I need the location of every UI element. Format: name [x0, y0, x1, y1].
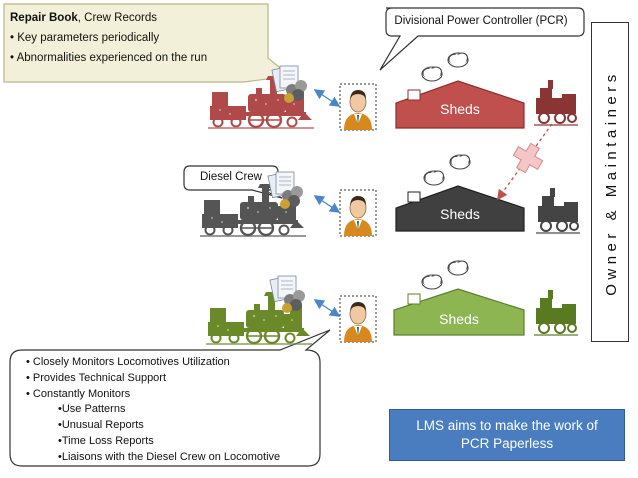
- diesel-crew-label: Diesel Crew: [200, 171, 262, 183]
- link-arrow: [313, 89, 341, 107]
- repair-bullet: • Key parameters periodically: [10, 31, 160, 44]
- smoke-cloud-icon: [447, 260, 469, 276]
- repair-bullet: • Abnormalities experienced on the run: [10, 51, 208, 64]
- monitor-sub-bullet: •Liaisons with the Diesel Crew on Locomo…: [58, 450, 281, 463]
- monitor-sub-bullet: •Unusual Reports: [58, 419, 144, 432]
- smoke-cloud-icon: [447, 52, 469, 68]
- monitor-callout-text: • Closely Monitors Locomotives Utilizati…: [26, 355, 280, 466]
- locomotive-icon: [533, 79, 579, 127]
- monitor-bullet-text: Closely Monitors Locomotives Utilization: [32, 356, 230, 368]
- monitor-sub-bullet: •Use Patterns: [58, 403, 126, 416]
- documents-icon: [269, 275, 306, 314]
- owner-maintainers-label: Owner & Maintainers: [602, 70, 620, 296]
- smoke-cloud-icon: [421, 274, 443, 290]
- link-arrow: [313, 299, 341, 317]
- repair-title-rest: , Crew Records: [77, 12, 157, 24]
- shed-shape: [395, 80, 525, 129]
- monitor-callout-bubble: [9, 329, 331, 467]
- repair-bullet-text: Key parameters periodically: [17, 31, 160, 44]
- monitor-sub-bullet-text: Use Patterns: [61, 403, 126, 416]
- monitor-bullet-text: Constantly Monitors: [32, 387, 131, 400]
- shed-label: Sheds: [439, 311, 479, 327]
- person-icon: [339, 189, 377, 237]
- monitor-bullet: • Closely Monitors Locomotives Utilizati…: [26, 356, 230, 368]
- link-arrow: [313, 195, 341, 213]
- owner-maintainers-box: Owner & Maintainers: [591, 22, 629, 342]
- lms-aim-box: LMS aims to make the work of PCR Paperle…: [389, 409, 625, 461]
- monitor-sub-bullet-text: Liaisons with the Diesel Crew on Locomot…: [61, 450, 281, 463]
- lms-line-1: LMS aims to make the work of: [416, 418, 598, 433]
- person-icon: [339, 83, 377, 131]
- repair-callout-text: Repair Book, Crew Records • Key paramete…: [10, 10, 207, 67]
- shed-shape: [393, 288, 525, 336]
- person-icon: [339, 295, 377, 343]
- pcr-label: Divisional Power Controller (PCR): [394, 15, 568, 27]
- monitor-bullet: • Provides Technical Support: [26, 371, 167, 384]
- locomotive-icon: [533, 289, 579, 337]
- lms-line-2: PCR Paperless: [460, 436, 554, 451]
- shed-label: Sheds: [440, 101, 480, 117]
- shed-label: Sheds: [440, 206, 480, 222]
- smoke-cloud-icon: [423, 170, 445, 186]
- smoke-cloud-icon: [449, 154, 471, 170]
- monitor-sub-bullet: •Time Loss Reports: [58, 434, 154, 447]
- shed-shape: [395, 185, 525, 232]
- repair-title-bold: Repair Book: [10, 12, 78, 24]
- monitor-sub-bullet-text: Unusual Reports: [61, 419, 144, 432]
- smoke-cloud-icon: [421, 66, 443, 82]
- monitor-bullet-text: Provides Technical Support: [32, 371, 167, 384]
- monitor-bullet: • Constantly Monitors: [26, 387, 131, 400]
- cross-icon: [512, 142, 544, 174]
- repair-bullet-text: Abnormalities experienced on the run: [16, 51, 208, 64]
- locomotive-icon: [535, 187, 581, 235]
- pcr-callout-bubble: [379, 7, 585, 71]
- repair-callout-title: Repair Book, Crew Records: [10, 10, 207, 28]
- monitor-sub-bullet-text: Time Loss Reports: [61, 434, 154, 447]
